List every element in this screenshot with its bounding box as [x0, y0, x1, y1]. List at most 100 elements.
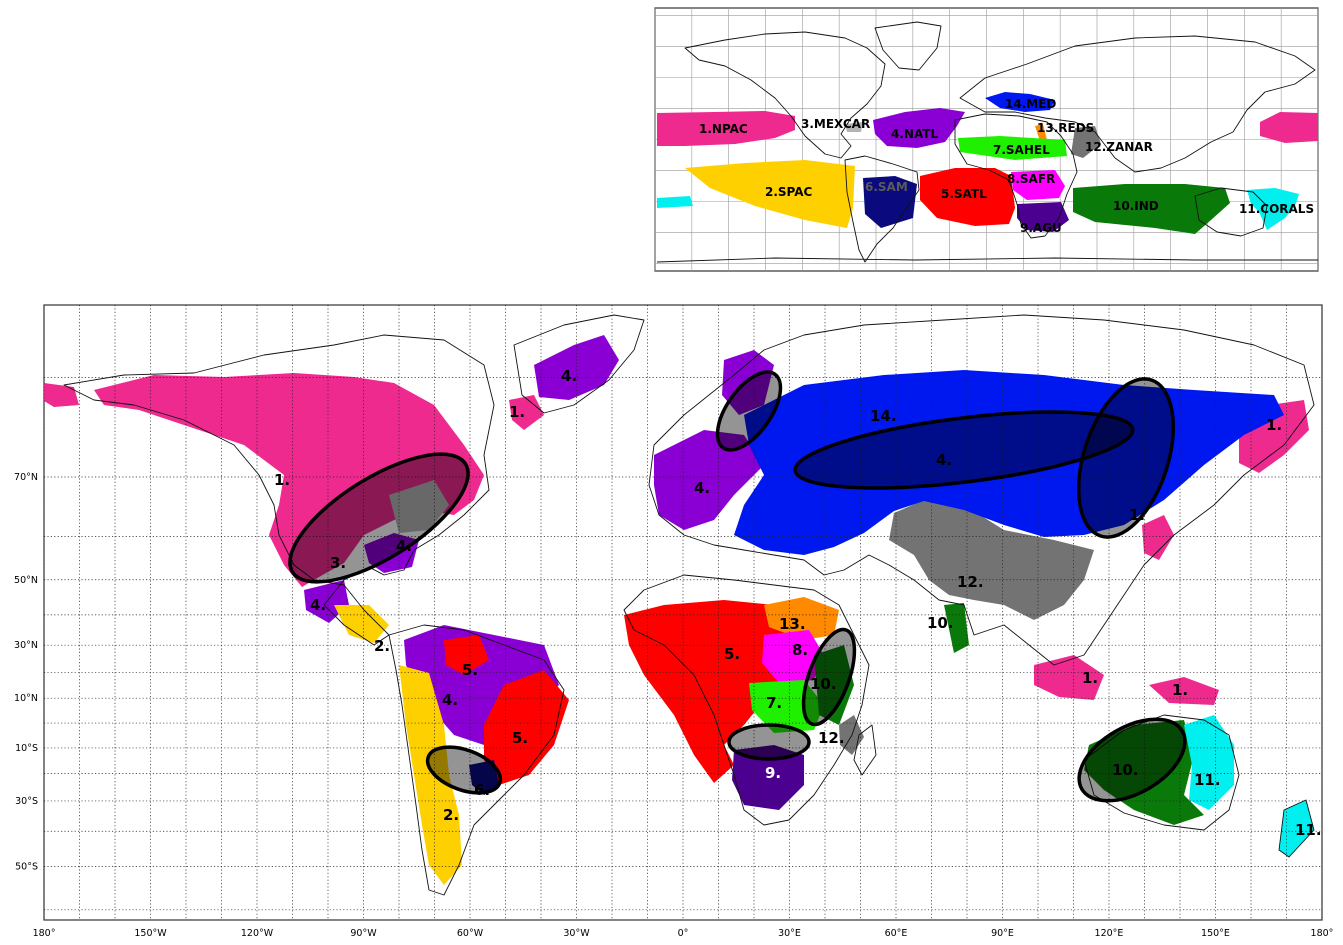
- inset-labels: 1.NPAC 2.SPAC 3.MEXCAR 4.NATL 5.SATL 6.S…: [699, 97, 1314, 235]
- inset-label-sam: 6.SAM: [865, 180, 908, 194]
- inset-label-zanar: 12.ZANAR: [1085, 140, 1153, 154]
- label-14: 14.: [870, 407, 897, 425]
- region-red-africa: [624, 600, 794, 783]
- inset-label-npac: 1.NPAC: [699, 122, 748, 136]
- inset-region-npac-east: [1260, 112, 1318, 143]
- region-yellow-andes: [399, 665, 462, 885]
- y-tick-label: 50°N: [14, 575, 38, 586]
- x-tick-label: 90°W: [350, 928, 377, 939]
- y-tick-label: 10°S: [15, 743, 38, 754]
- label-5-north-south-america: 5.: [462, 661, 478, 679]
- coast-new-zealand: [1278, 799, 1315, 858]
- inset-region-sam: [863, 176, 917, 228]
- main-map-gridlines: [43, 305, 1323, 920]
- inset-coast-south-america: [844, 155, 920, 263]
- region-pink-greenland-south: [509, 395, 544, 430]
- x-tick-label: 150°W: [134, 928, 167, 939]
- inset-regions: [657, 92, 1318, 234]
- inset-coast-eurasia: [959, 35, 1316, 173]
- inset-label-ind: 10.IND: [1113, 199, 1159, 213]
- y-tick-label: 30°S: [15, 796, 38, 807]
- x-tick-label: 60°W: [457, 928, 484, 939]
- inset-label-spac: 2.SPAC: [765, 185, 813, 199]
- label-5-brazil: 5.: [512, 729, 528, 747]
- inset-label-safr: 8.SAFR: [1007, 172, 1055, 186]
- label-13: 13.: [779, 615, 806, 633]
- y-tick-label: 50°S: [15, 861, 38, 872]
- label-12-madagascar: 12.: [818, 729, 845, 747]
- coast-madagascar: [853, 724, 877, 776]
- region-pink-japan: [1142, 515, 1174, 560]
- inset-label-reds: 13.REDS: [1037, 121, 1094, 135]
- inset-coast-africa: [954, 113, 1078, 239]
- inset-region-zanar: [1071, 126, 1101, 158]
- label-10-india: 10.: [927, 614, 954, 632]
- main-map-ellipses: [288, 370, 1187, 803]
- label-8: 8.: [792, 641, 808, 659]
- region-purple-greenland: [534, 335, 619, 400]
- region-orange-east-africa: [764, 597, 839, 640]
- inset-region-map: 1.NPAC 2.SPAC 3.MEXCAR 4.NATL 5.SATL 6.S…: [654, 7, 1319, 272]
- label-9: 9.: [765, 764, 781, 782]
- inset-region-natl: [873, 108, 965, 148]
- label-2-south-america: 2.: [443, 806, 459, 824]
- label-4-mexico: 4.: [310, 596, 326, 614]
- x-tick-label: 120°E: [1095, 928, 1124, 939]
- label-4-south-america: 4.: [442, 691, 458, 709]
- ellipse-east-africa: [801, 627, 857, 727]
- y-tick-label: 70°N: [14, 472, 38, 483]
- label-4-europe: 4.: [694, 479, 710, 497]
- inset-label-med: 14.MED: [1005, 97, 1056, 111]
- label-5-africa: 5.: [724, 645, 740, 663]
- y-tick-label: 10°N: [14, 693, 38, 704]
- inset-coast-antarctica: [656, 257, 1318, 263]
- x-tick-label: 30°E: [778, 928, 801, 939]
- region-gray-us-east: [389, 480, 449, 533]
- region-pink-alaska-west: [44, 383, 79, 407]
- inset-coast-greenland: [874, 21, 942, 71]
- region-red-brazil: [484, 670, 569, 785]
- label-10-east-africa: 10.: [810, 675, 837, 693]
- label-1-greenland: 1.: [509, 403, 525, 421]
- x-tick-label: 180°: [1311, 928, 1334, 939]
- ellipse-la-plata: [425, 745, 503, 795]
- ellipse-north-america: [288, 452, 470, 584]
- inset-region-spac-west: [657, 196, 693, 208]
- label-1-new-guinea: 1.: [1172, 681, 1188, 699]
- inset-region-med: [985, 92, 1055, 112]
- coast-eurasia: [648, 314, 1315, 666]
- label-12-asia: 12.: [957, 573, 984, 591]
- region-darkgreen-east-africa: [814, 645, 854, 725]
- label-4-us-east: 4.: [396, 537, 412, 555]
- label-10-australia: 10.: [1112, 761, 1139, 779]
- x-tick-label: 30°W: [563, 928, 590, 939]
- region-red-north-south-america: [444, 635, 489, 675]
- region-darkgreen-india-coast: [944, 603, 969, 653]
- label-1-northeast-asia: 1.: [1266, 416, 1282, 434]
- label-11-new-zealand: 11.: [1295, 821, 1322, 839]
- label-3: 3.: [330, 554, 346, 572]
- inset-region-safr: [1011, 170, 1065, 200]
- ellipse-scandinavia: [715, 370, 783, 452]
- inset-label-mexcar: 3.MEXCAR: [801, 117, 870, 131]
- inset-region-satl: [920, 168, 1015, 226]
- region-purple-scandinavia: [722, 350, 774, 415]
- coast-africa: [623, 574, 870, 826]
- inset-coastlines: [656, 21, 1318, 263]
- inset-region-mexcar: [845, 122, 863, 132]
- inset-coast-australia: [1194, 187, 1268, 237]
- region-cyan-australia: [1184, 715, 1234, 810]
- region-cyan-new-zealand: [1279, 800, 1314, 857]
- inset-label-corals: 11.CORALS: [1239, 202, 1314, 216]
- ellipse-east-asia: [1076, 377, 1176, 539]
- label-4-russia: 4.: [936, 451, 952, 469]
- inset-region-npac: [657, 111, 795, 146]
- label-1-japan: 1.: [1129, 506, 1145, 524]
- region-navy-la-plata: [469, 760, 499, 795]
- inset-label-sahel: 7.SAHEL: [993, 143, 1050, 157]
- region-pink-indonesia: [1034, 655, 1104, 700]
- label-4-greenland: 4.: [561, 367, 577, 385]
- label-1-indonesia: 1.: [1082, 669, 1098, 687]
